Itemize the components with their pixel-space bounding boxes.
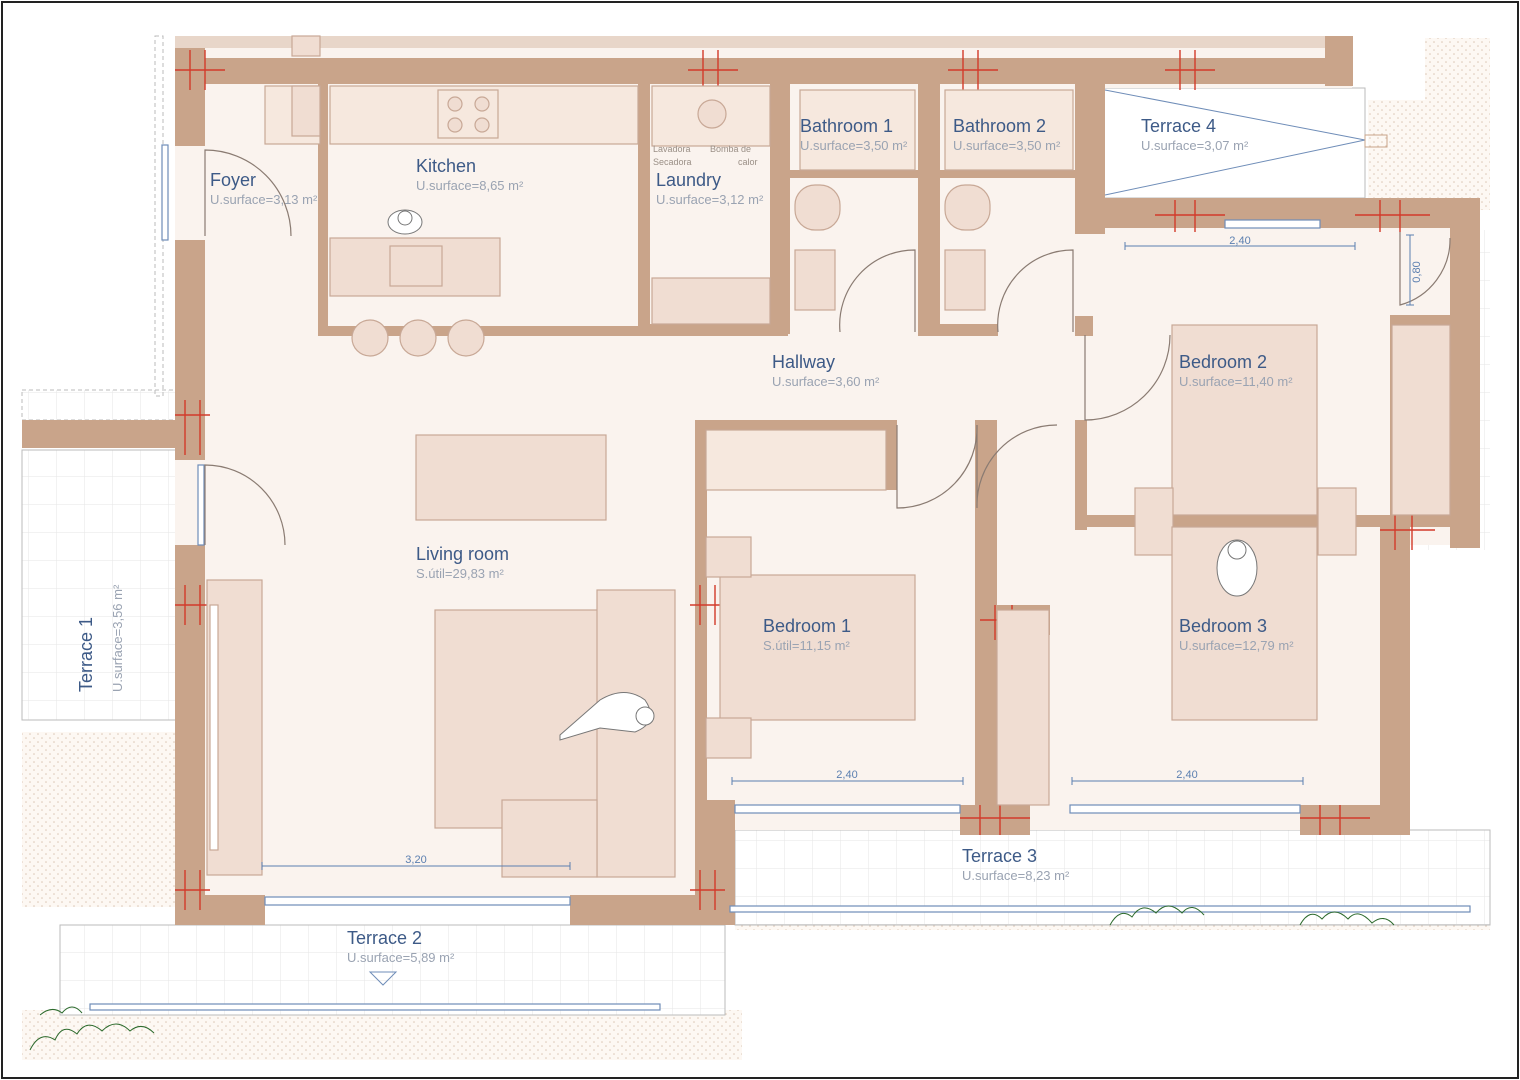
dryer-note: Secadora [653, 157, 692, 167]
room-area-bathroom-2: U.surface=3,50 m² [953, 138, 1061, 153]
room-name-terrace-3: Terrace 3 [962, 846, 1037, 866]
room-area-terrace-1: U.surface=3,56 m² [110, 584, 125, 692]
room-area-bathroom-1: U.surface=3,50 m² [800, 138, 908, 153]
person-figure-icons [387, 209, 1258, 741]
room-area-hallway: U.surface=3,60 m² [772, 374, 880, 389]
dimension-labels: 2,40 0,80 2,40 2,40 3,20 [405, 235, 1423, 866]
dim-bedroom3-window: 2,40 [1176, 769, 1197, 781]
room-area-terrace-2: U.surface=5,89 m² [347, 950, 455, 965]
room-name-terrace-2: Terrace 2 [347, 928, 422, 948]
room-name-laundry: Laundry [656, 170, 721, 190]
room-name-hallway: Hallway [772, 352, 835, 372]
washer-note: Lavadora [653, 144, 691, 154]
room-name-bathroom-1: Bathroom 1 [800, 116, 893, 136]
room-name-bedroom-3: Bedroom 3 [1179, 616, 1267, 636]
laundry-appliance-notes: Lavadora Secadora Bomba de calor [653, 144, 758, 167]
room-area-laundry: U.surface=3,12 m² [656, 192, 764, 207]
room-name-bathroom-2: Bathroom 2 [953, 116, 1046, 136]
dimension-lines [261, 234, 1414, 870]
terrace-4-markings [1104, 89, 1388, 196]
dim-bedroom2-door: 0,80 [1411, 261, 1423, 282]
doors [204, 149, 1451, 546]
plant-outlines [29, 905, 1395, 1051]
room-area-living-room: S.útil=29,83 m² [416, 566, 504, 581]
room-name-terrace-4: Terrace 4 [1141, 116, 1216, 136]
dim-bedroom1-window: 2,40 [836, 769, 857, 781]
room-labels: Foyer U.surface=3,13 m² Kitchen U.surfac… [76, 116, 1294, 965]
room-name-terrace-1: Terrace 1 [76, 617, 96, 692]
room-name-living-room: Living room [416, 544, 509, 564]
room-name-bedroom-2: Bedroom 2 [1179, 352, 1267, 372]
room-name-kitchen: Kitchen [416, 156, 476, 176]
heat-pump-note-2: calor [738, 157, 758, 167]
room-area-bedroom-1: S.útil=11,15 m² [763, 638, 851, 653]
room-area-bedroom-2: U.surface=11,40 m² [1179, 374, 1293, 389]
room-area-terrace-3: U.surface=8,23 m² [962, 868, 1070, 883]
drain-markers [368, 971, 398, 986]
room-name-foyer: Foyer [210, 170, 256, 190]
furniture [206, 35, 1451, 878]
windows [89, 144, 1471, 1011]
structural-column-markers [175, 50, 1435, 910]
walls [22, 36, 1480, 925]
room-area-foyer: U.surface=3,13 m² [210, 192, 318, 207]
garden-strips [22, 38, 1490, 1060]
dim-living-window: 3,20 [405, 854, 426, 866]
room-area-bedroom-3: U.surface=12,79 m² [1179, 638, 1294, 653]
heat-pump-note-1: Bomba de [710, 144, 751, 154]
dim-bedroom2-window: 2,40 [1229, 235, 1250, 247]
room-area-kitchen: U.surface=8,65 m² [416, 178, 524, 193]
room-area-terrace-4: U.surface=3,07 m² [1141, 138, 1249, 153]
room-name-bedroom-1: Bedroom 1 [763, 616, 851, 636]
